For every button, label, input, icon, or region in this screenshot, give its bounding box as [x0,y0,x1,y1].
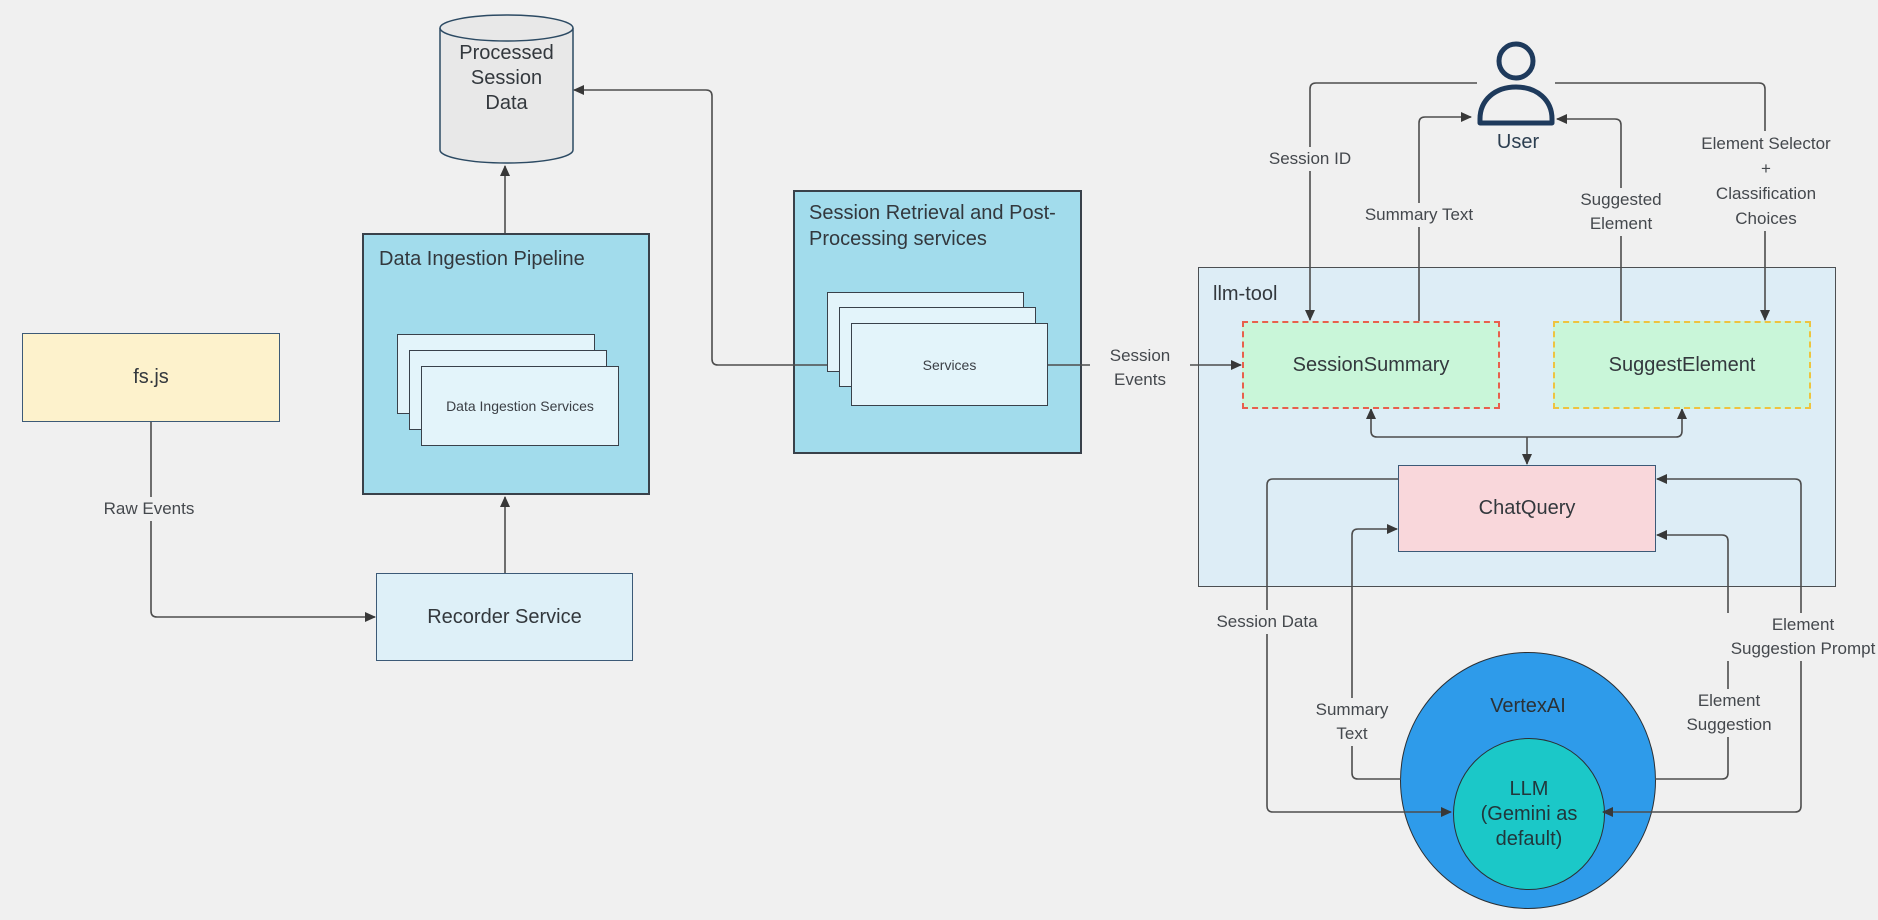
llm-label: LLM (Gemini as default) [1480,777,1578,850]
node-llm-circle[interactable]: LLM (Gemini as default) [1453,738,1605,890]
fs-js-label: fs.js [133,366,169,388]
data-ingestion-pipeline-title: Data Ingestion Pipeline [379,248,585,270]
edge-label-suggested-element: Suggested Element [1561,188,1681,236]
node-fs-js[interactable]: fs.js [22,333,280,422]
node-suggest-element[interactable]: SuggestElement [1553,321,1811,409]
processed-session-data-label: Processed Session Data [459,42,554,114]
chat-query-label: ChatQuery [1478,497,1576,519]
edge-label-summary-text-to-chatquery: Summary Text [1302,698,1402,746]
recorder-service-label: Recorder Service [427,605,582,628]
suggest-element-label: SuggestElement [1608,353,1756,376]
edge-label-raw-events: Raw Events [89,497,209,521]
retrieval-services-label: Services [922,356,977,373]
node-recorder-service[interactable]: Recorder Service [376,573,633,661]
node-session-summary[interactable]: SessionSummary [1242,321,1500,409]
session-summary-label: SessionSummary [1292,353,1450,376]
user-label: User [1496,131,1540,153]
ingestion-services-label: Data Ingestion Services [446,398,594,414]
edge-label-session-events: Session Events [1090,344,1190,392]
node-chat-query[interactable]: ChatQuery [1398,465,1656,552]
edge-label-session-id: Session ID [1250,147,1370,171]
edge-label-element-suggestion-prompt: Element Suggestion Prompt [1721,613,1878,661]
edge-label-element-suggestion: Element Suggestion [1669,689,1789,737]
llm-tool-title: llm-tool [1213,283,1278,305]
edge-label-summary-text-to-user: Summary Text [1349,203,1489,227]
edge-label-element-selector-classification: Element Selector + Classification Choice… [1686,131,1846,231]
vertex-ai-label: VertexAI [1490,695,1566,717]
ingestion-services-card[interactable]: Data Ingestion Services [421,366,619,446]
retrieval-services-card[interactable]: Services [851,323,1048,406]
edge-label-session-data: Session Data [1207,610,1327,634]
